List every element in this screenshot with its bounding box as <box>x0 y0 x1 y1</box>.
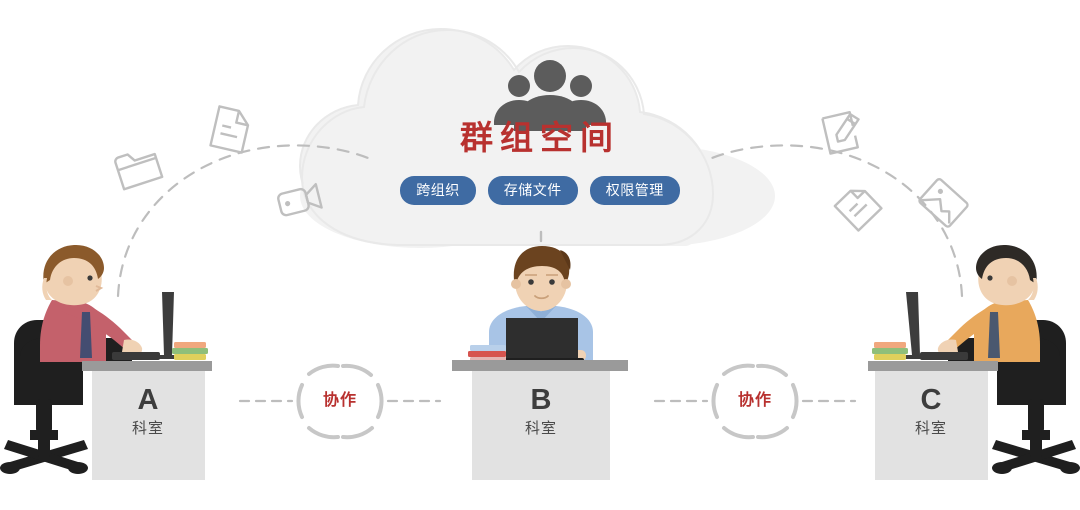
collab-ring-right <box>711 363 799 440</box>
books-center <box>468 345 506 362</box>
dept-letter-b: B <box>530 384 552 416</box>
desk-left <box>82 361 212 480</box>
dept-letter-c: C <box>920 384 942 416</box>
dept-label-a: A 科室 <box>83 384 213 439</box>
document-icon <box>209 105 250 154</box>
pill-store-files[interactable]: 存储文件 <box>487 176 578 205</box>
dept-sub-c: 科室 <box>914 420 947 437</box>
collab-label-right: 协作 <box>737 392 772 409</box>
books-right <box>872 342 908 360</box>
keyboard-right <box>920 352 968 360</box>
edit-document-icon <box>821 111 860 155</box>
image-photo-icon <box>918 178 969 228</box>
note-lines-icon <box>833 189 883 232</box>
pill-permission-management[interactable]: 权限管理 <box>589 176 680 205</box>
dept-label-b: B 科室 <box>476 384 606 439</box>
page-title: 群组空间 <box>460 119 620 156</box>
workstation-left <box>0 244 143 474</box>
collab-label-left: 协作 <box>322 392 357 409</box>
video-camera-icon <box>277 183 323 217</box>
cloud-feature-pills: 跨组织 存储文件 权限管理 <box>0 176 1080 205</box>
dept-sub-a: 科室 <box>131 420 164 437</box>
workstation-right <box>937 244 1080 474</box>
laptop-center <box>500 318 584 364</box>
group-people-icon <box>494 60 606 131</box>
dept-sub-b: 科室 <box>524 420 557 437</box>
desk-center <box>452 360 628 480</box>
keyboard-left <box>112 352 160 360</box>
collab-ring-left <box>296 363 384 440</box>
books-left <box>172 342 208 360</box>
dept-letter-a: A <box>137 384 159 416</box>
desk-right <box>868 361 998 480</box>
dept-label-c: C 科室 <box>866 384 996 439</box>
folder-icon <box>114 152 164 191</box>
pill-cross-org[interactable]: 跨组织 <box>400 176 476 205</box>
